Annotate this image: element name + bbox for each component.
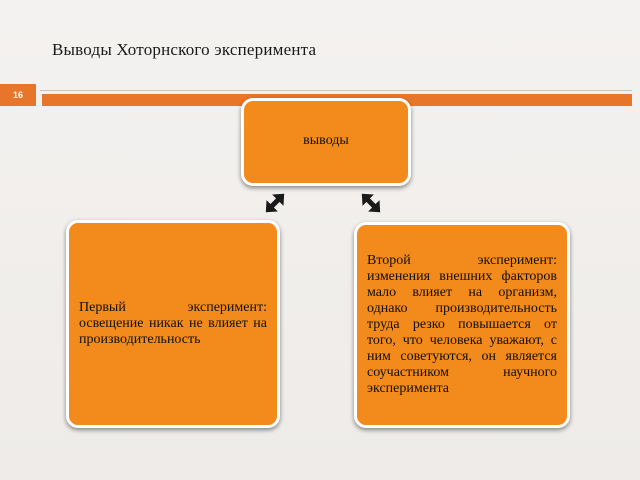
header-divider — [40, 90, 632, 91]
slide-title: Выводы Хоторнского эксперимента — [52, 40, 317, 59]
double-arrow-icon — [361, 193, 381, 213]
first-experiment-text: Первый эксперимент: освещение никак не в… — [79, 300, 267, 347]
conclusions-box: выводы — [241, 98, 411, 186]
slide-number: 16 — [0, 84, 36, 106]
conclusions-box-text: выводы — [303, 133, 349, 148]
first-experiment-box: Первый эксперимент: освещение никак не в… — [66, 220, 280, 428]
double-arrow-icon — [265, 193, 285, 213]
second-experiment-text: Второй эксперимент: изменения внешних фа… — [367, 253, 557, 396]
second-experiment-box: Второй эксперимент: изменения внешних фа… — [354, 222, 570, 428]
